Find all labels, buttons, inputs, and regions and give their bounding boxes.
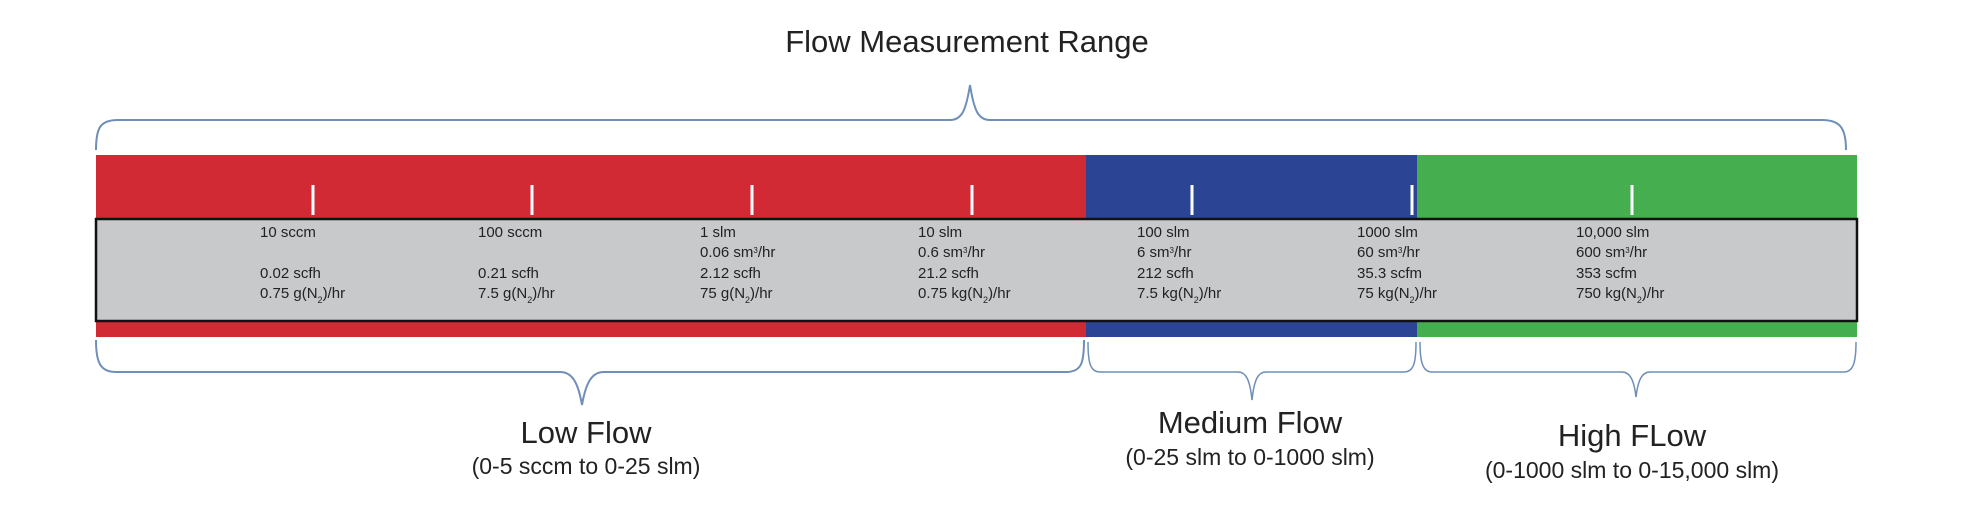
value-band — [94, 217, 1859, 323]
tick-5-value-3: 212 scfh — [1137, 265, 1194, 282]
tick-3-value-4: 75 g(N2)/hr — [700, 285, 773, 305]
tick-7-value-2: 600 sm3/hr — [1576, 244, 1647, 261]
tick-1-value-4: 0.75 g(N2)/hr — [260, 285, 345, 305]
tick-5-value-2: 6 sm3/hr — [1137, 244, 1191, 261]
tick-6-value-4: 75 kg(N2)/hr — [1357, 285, 1437, 305]
high-flow-brace — [1419, 341, 1857, 398]
tick-5-value-1: 100 slm — [1137, 224, 1190, 241]
medium-flow-label: Medium Flow — [1158, 405, 1343, 440]
tick-3-value-3: 2.12 scfh — [700, 265, 761, 282]
tick-marks — [311, 185, 1634, 215]
medium-flow-span: (0-25 slm to 0-1000 slm) — [1125, 444, 1374, 470]
overall-range-brace — [95, 84, 1847, 151]
tick-6-value-3: 35.3 scfm — [1357, 265, 1422, 282]
tick-3-value-2: 0.06 sm3/hr — [700, 244, 775, 261]
low-flow-brace — [95, 339, 1085, 406]
high-flow-label: High FLow — [1558, 418, 1707, 453]
diagram-title: Flow Measurement Range — [785, 24, 1149, 59]
low-flow-label: Low Flow — [521, 415, 653, 450]
medium-flow-brace — [1087, 341, 1417, 401]
tick-4-value-1: 10 slm — [918, 224, 962, 241]
tick-7-value-1: 10,000 slm — [1576, 224, 1649, 241]
tick-1-value-1: 10 sccm — [260, 224, 316, 241]
tick-2-value-1: 100 sccm — [478, 224, 542, 241]
tick-4-value-4: 0.75 kg(N2)/hr — [918, 285, 1011, 305]
tick-3-value-1: 1 slm — [700, 224, 736, 241]
tick-6-value-1: 1000 slm — [1357, 224, 1418, 241]
tick-2-value-3: 0.21 scfh — [478, 265, 539, 282]
tick-4-value-2: 0.6 sm3/hr — [918, 244, 985, 261]
tick-1-value-3: 0.02 scfh — [260, 265, 321, 282]
tick-5-value-4: 7.5 kg(N2)/hr — [1137, 285, 1221, 305]
tick-value-labels: 10 sccm 0.02 scfh 0.75 g(N2)/hr 100 sccm 0.2… — [260, 224, 1664, 305]
tick-4-value-3: 21.2 scfh — [918, 265, 979, 282]
high-flow-span: (0-1000 slm to 0-15,000 slm) — [1485, 457, 1779, 483]
tick-2-value-4: 7.5 g(N2)/hr — [478, 285, 555, 305]
low-flow-span: (0-5 sccm to 0-25 slm) — [472, 453, 701, 479]
tick-7-value-3: 353 scfm — [1576, 265, 1637, 282]
tick-6-value-2: 60 sm3/hr — [1357, 244, 1420, 261]
tick-7-value-4: 750 kg(N2)/hr — [1576, 285, 1664, 305]
